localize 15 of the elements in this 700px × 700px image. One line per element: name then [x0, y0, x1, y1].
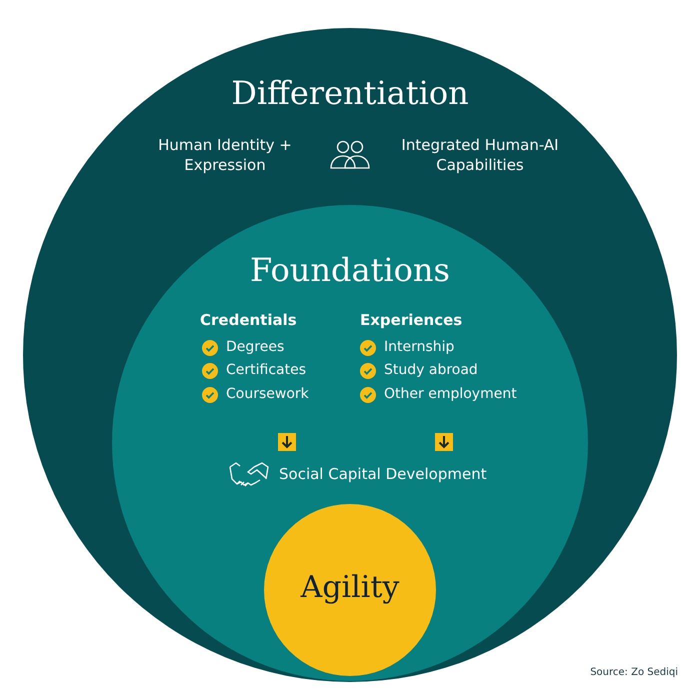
circle-title: Differentiation	[231, 73, 469, 114]
list-item: Other employment	[384, 385, 517, 404]
circle-title: Agility	[300, 569, 400, 607]
circle-title: Foundations	[250, 250, 450, 291]
column-heading: Credentials	[200, 311, 297, 330]
list-item: Internship	[384, 338, 454, 356]
list-item: Coursework	[226, 385, 309, 404]
list-item: Study abroad	[384, 361, 478, 380]
list-item: Certificates	[226, 361, 306, 380]
text-label: Social Capital Development	[279, 465, 487, 484]
text-label: Human Identity + Expression	[157, 136, 293, 175]
list-item: Degrees	[226, 338, 284, 356]
text-label: Integrated Human-AI Capabilities	[400, 136, 560, 175]
column-heading: Experiences	[360, 311, 462, 330]
source-caption: Source: Zo Sediqi	[590, 667, 678, 678]
